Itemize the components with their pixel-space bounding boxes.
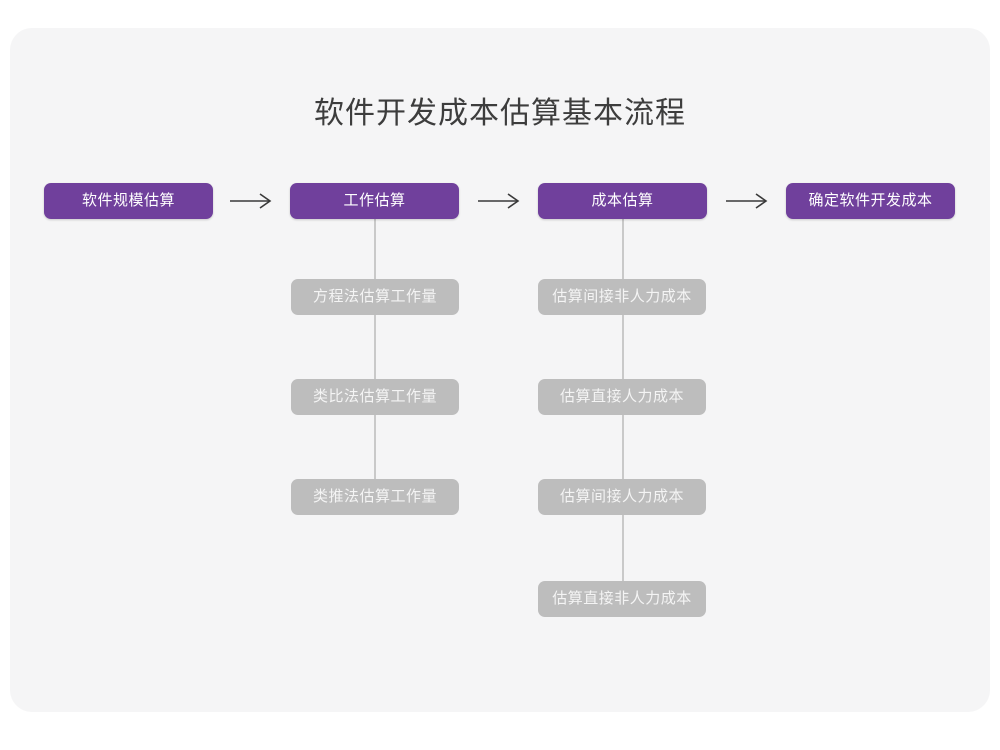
step-node-label: 工作估算	[343, 192, 406, 209]
substep-node-analogous-inference-effort[interactable]: 类推法估算工作量	[291, 479, 459, 515]
substep-node-label: 估算直接人力成本	[559, 388, 684, 405]
substep-node-label: 估算直接非人力成本	[552, 590, 692, 607]
right-arrow-icon	[477, 191, 523, 211]
step-node-cost-estimation[interactable]: 成本估算	[538, 183, 707, 219]
step-node-software-scale-estimation[interactable]: 软件规模估算	[44, 183, 213, 219]
substep-node-label: 估算间接人力成本	[559, 488, 684, 505]
substep-node-equation-method-effort[interactable]: 方程法估算工作量	[291, 279, 459, 315]
substep-node-label: 估算间接非人力成本	[552, 288, 692, 305]
substep-node-label: 类推法估算工作量	[312, 488, 437, 505]
step-node-label: 软件规模估算	[81, 192, 175, 209]
content-card	[10, 28, 990, 712]
step-node-label: 成本估算	[591, 192, 654, 209]
substep-node-label: 类比法估算工作量	[312, 388, 437, 405]
step-node-determine-development-cost[interactable]: 确定软件开发成本	[786, 183, 955, 219]
substep-node-direct-labor-cost[interactable]: 估算直接人力成本	[538, 379, 706, 415]
step-node-label: 确定软件开发成本	[808, 192, 933, 209]
substep-node-label: 方程法估算工作量	[312, 288, 437, 305]
substep-node-direct-non-labor-cost[interactable]: 估算直接非人力成本	[538, 581, 706, 617]
right-arrow-icon	[725, 191, 771, 211]
right-arrow-icon	[229, 191, 275, 211]
substep-node-analogy-method-effort[interactable]: 类比法估算工作量	[291, 379, 459, 415]
page-title: 软件开发成本估算基本流程	[314, 97, 686, 130]
step-node-work-estimation[interactable]: 工作估算	[290, 183, 459, 219]
substep-node-indirect-labor-cost[interactable]: 估算间接人力成本	[538, 479, 706, 515]
substep-node-indirect-non-labor-cost[interactable]: 估算间接非人力成本	[538, 279, 706, 315]
connector-line-work	[374, 218, 376, 500]
